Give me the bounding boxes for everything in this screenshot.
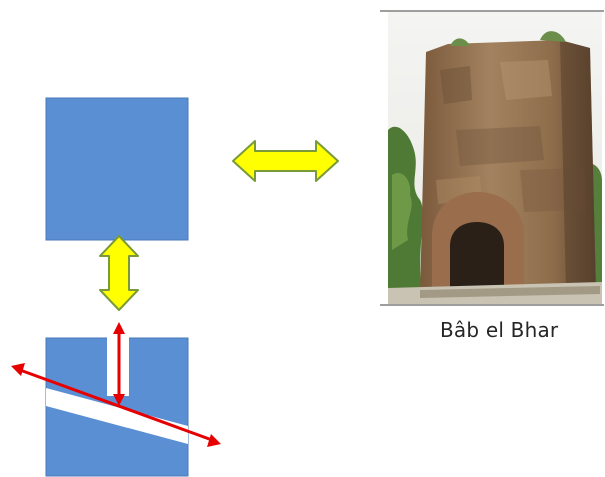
horizontal-double-arrow <box>232 140 339 182</box>
crack-band <box>46 388 188 444</box>
gate-tower-photo <box>380 10 604 306</box>
vertical-double-arrow <box>99 235 139 311</box>
upper-block <box>45 97 189 241</box>
vertical-displacement-arrow <box>113 322 125 406</box>
diagonal-displacement-arrow <box>11 363 221 447</box>
photo-caption: Bâb el Bhar <box>440 318 559 342</box>
